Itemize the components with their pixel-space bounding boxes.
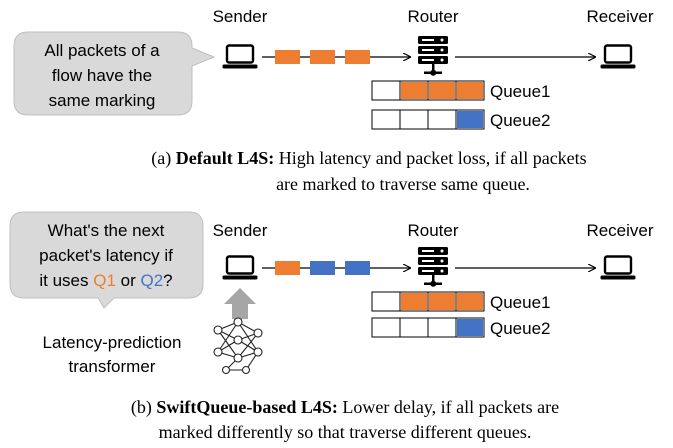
queued-packet-orange (429, 82, 455, 99)
laptop-icon (222, 255, 258, 281)
caption-a-prefix: (a) (151, 148, 175, 169)
sender-label: Sender (213, 7, 268, 26)
bubble-line-1: All packets of a (44, 41, 160, 60)
queue2-label: Queue2 (490, 111, 551, 130)
queue2-label: Queue2 (490, 319, 551, 338)
queue1-label: Queue1 (490, 293, 551, 312)
bubble-q1: Q1 (93, 271, 116, 290)
queued-packet-orange (429, 293, 455, 310)
caption-b-line2: marked differently so that traverse diff… (159, 422, 532, 442)
receiver-label: Receiver (586, 7, 653, 26)
sender-label: Sender (213, 221, 268, 240)
bubble-line-2: flow have the (52, 66, 152, 85)
server-icon (418, 247, 448, 287)
caption-b-line1: (b) SwiftQueue-based L4S: Lower delay, i… (131, 397, 559, 418)
caption-a-rest: High latency and packet loss, if all pac… (274, 148, 586, 168)
queued-packet-orange (457, 82, 483, 99)
bubble-text: it uses (39, 271, 93, 290)
packet-orange (310, 50, 335, 64)
speech-bubble (9, 211, 204, 309)
bubble-text: ? (163, 271, 172, 290)
queue1 (371, 80, 485, 101)
packet-blue (345, 261, 370, 275)
queue2 (371, 317, 485, 338)
queue1 (371, 291, 485, 312)
laptop-icon (600, 44, 636, 70)
caption-a-line1: (a) Default L4S: High latency and packet… (151, 148, 586, 169)
queued-packet-orange (401, 293, 427, 310)
queued-packet-orange (457, 293, 483, 310)
router-label: Router (407, 7, 458, 26)
queued-packet-orange (401, 82, 427, 99)
laptop-icon (222, 44, 258, 70)
packet-orange (275, 50, 300, 64)
caption-b-prefix: (b) (131, 397, 157, 418)
speech-bubble (13, 31, 216, 116)
bubble-q2: Q2 (140, 271, 163, 290)
receiver-label: Receiver (586, 221, 653, 240)
server-icon (418, 36, 448, 76)
queue2 (371, 109, 485, 130)
queue1-label: Queue1 (490, 82, 551, 101)
queued-packet-blue (457, 319, 483, 336)
bubble-line-1: What's the next (48, 221, 165, 240)
caption-b-rest: Lower delay, if all packets are (338, 397, 559, 417)
queued-packet-blue (457, 111, 483, 128)
packet-orange (275, 261, 300, 275)
up-arrow-icon (224, 288, 256, 319)
model-label-line2: transformer (69, 357, 156, 376)
bubble-line-3: same marking (49, 91, 156, 110)
packet-blue (310, 261, 335, 275)
panel-b: Sender Router Receiver What's the next p… (9, 211, 654, 442)
panel-a: Sender Router Receiver All packets of a … (13, 7, 654, 194)
caption-a-bold: Default L4S: (176, 148, 275, 168)
packet-orange (345, 50, 370, 64)
bubble-line-3: it uses Q1 or Q2? (39, 271, 172, 290)
bubble-line-2: packet's latency if (39, 246, 173, 265)
caption-b-bold: SwiftQueue-based L4S: (156, 397, 338, 417)
bubble-text: or (116, 271, 141, 290)
caption-a-line2: are marked to traverse same queue. (276, 174, 530, 194)
laptop-icon (600, 255, 636, 281)
neural-network-icon (213, 317, 263, 375)
model-label-line1: Latency-prediction (43, 333, 182, 352)
router-label: Router (407, 221, 458, 240)
